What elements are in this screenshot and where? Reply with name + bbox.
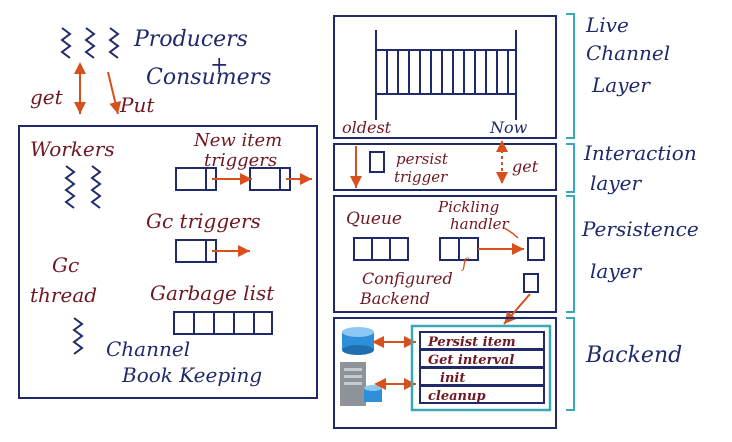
live-bracket [566,13,575,139]
interaction-layer-label-2: layer [590,171,642,195]
pickling-label: Pickling [437,198,499,216]
method-persist-item: Persist item [427,335,516,350]
channel-label: Channel [106,337,190,361]
garbage-list-label: Garbage list [150,281,275,305]
interaction-layer-label-1: Interaction [583,141,697,165]
persist-label: persist [396,150,449,168]
plus-label: + [210,53,228,78]
queue-slots [353,237,409,261]
producers-label: Producers [133,27,248,52]
method-row [419,367,545,386]
worker-squiggles [64,165,102,209]
garbage-list-slots [173,311,273,335]
method-row [419,385,545,404]
producer-squiggles [60,27,120,59]
method-cleanup: cleanup [428,389,486,404]
trigger-label: trigger [394,168,448,186]
backend-interface-box [410,324,552,412]
gc-trigger-slot [175,239,217,263]
persistence-box [333,195,557,313]
method-init: init [440,371,465,386]
queue-label: Queue [346,209,402,229]
gc-thread-squiggle [72,317,84,355]
gc-triggers-label: Gc triggers [146,209,261,233]
interaction-get-label: get [512,157,539,176]
live-layer-label-2: Channel [586,41,670,65]
live-layer-label-1: Live [585,13,629,37]
backend-slot [523,273,539,293]
live-channel-box [333,15,557,139]
interaction-bracket [566,143,575,193]
f-label: f [461,256,470,272]
persistence-layer-label-1: Persistence [581,217,699,241]
method-get-interval: Get interval [428,353,514,368]
database-icon [342,327,374,355]
get-label: get [30,85,64,109]
live-layer-label-3: Layer [591,73,651,97]
persistence-bracket [566,195,575,313]
gc-label: Gc [52,253,79,277]
put-arrow [107,71,122,115]
bookkeeping-box [18,125,318,399]
pickling-pointer [503,227,519,239]
backend-method-list: Persist item Get interval init cleanup [419,331,545,404]
thread-label: thread [30,283,97,307]
backend-label-small: Backend [359,289,430,308]
book-keeping-label: Book Keeping [121,363,262,387]
persistence-layer-label-2: layer [590,259,642,283]
backend-box [333,317,557,429]
workers-label: Workers [30,137,115,161]
backend-bracket [566,317,575,411]
triggers-label: triggers [204,150,277,171]
oldest-label: oldest [342,118,392,137]
interaction-box [333,143,557,191]
to-backend-arrow [503,293,531,325]
configured-label: Configured [362,269,453,288]
handler-label: handler [450,215,510,233]
backend-layer-label: Backend [585,343,682,368]
put-label: Put [119,93,155,117]
live-channel-buffer [375,30,517,120]
now-label: Now [489,118,528,137]
consumers-label: Consumers [146,65,271,90]
layer-brackets [566,13,575,411]
pickled-item-slot [527,237,545,261]
server-icon [340,362,382,406]
new-item-label: New item [193,130,282,151]
persist-trigger-slot [369,151,385,173]
pickling-slots [439,237,479,261]
